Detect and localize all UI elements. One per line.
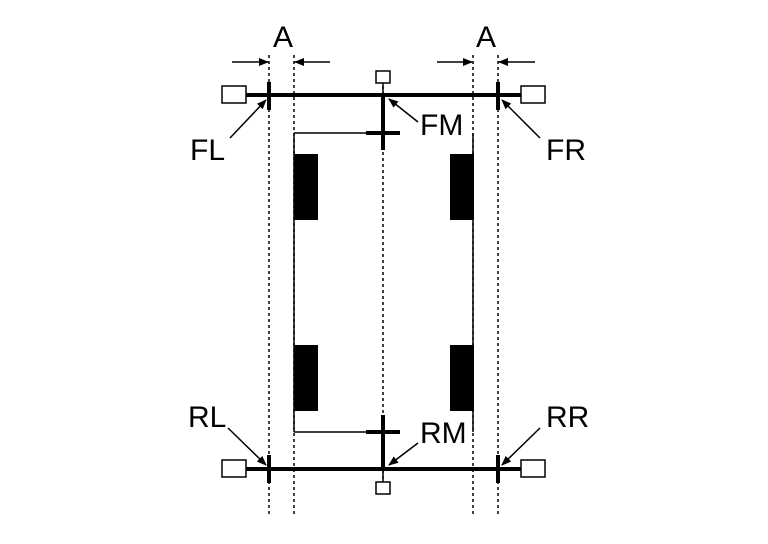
tire-front-right [450,154,474,220]
label-front-middle: FM [420,109,463,142]
front-gauge-bar [221,70,546,150]
tires [294,154,474,411]
leader-rr [501,427,541,466]
label-rear-left: RL [188,401,226,434]
tire-rear-right [450,345,474,411]
label-dim-left: A [273,21,293,54]
leader-lines [227,98,541,466]
tire-rear-left [294,345,318,411]
leader-fm [388,98,419,123]
front-center-block [375,70,391,84]
leader-fl [229,99,267,139]
rear-left-end-block [221,459,247,478]
leader-rl [227,427,267,466]
leader-rm [388,442,419,466]
rear-right-end-block [520,459,546,478]
label-front-right: FR [546,134,586,167]
tire-front-left [294,154,318,220]
label-dim-right: A [476,21,496,54]
leader-fr [501,99,541,139]
front-left-end-block [221,85,247,104]
front-right-end-block [520,85,546,104]
label-rear-right: RR [546,401,589,434]
label-rear-middle: RM [420,417,467,450]
label-front-left: FL [190,134,225,167]
rear-center-block [375,481,391,495]
rear-gauge-bar [221,415,546,495]
